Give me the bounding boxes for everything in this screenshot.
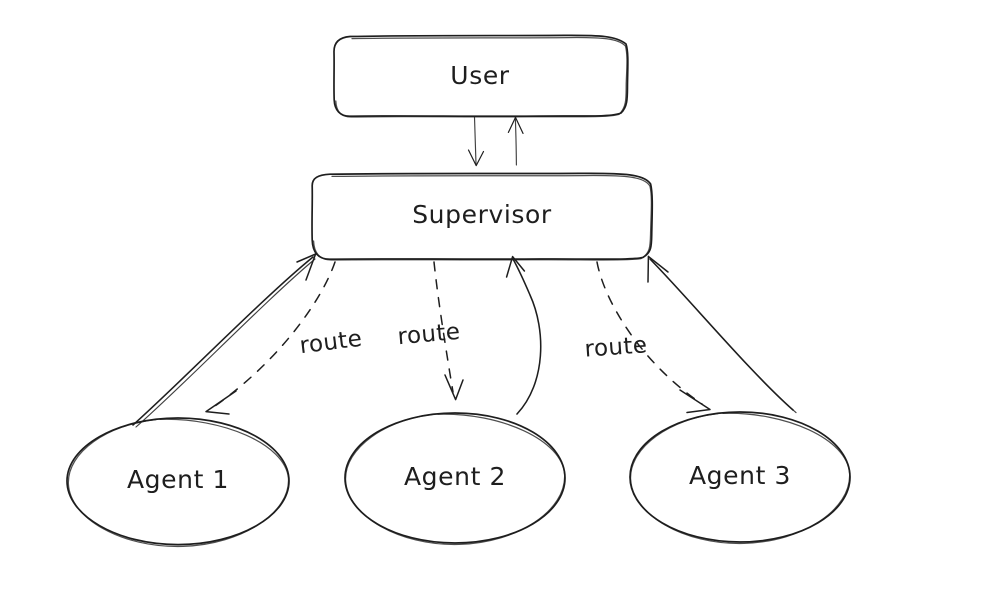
agent-2-ellipse-outline-sketch xyxy=(344,413,566,546)
node-agent-1[interactable]: Agent 1 xyxy=(66,417,290,548)
supervisor-box-outline-sketch xyxy=(312,174,652,261)
edge-route-agent-2[interactable]: route xyxy=(397,261,464,401)
edge-route-agent-1-label: route xyxy=(298,326,363,359)
agent-1-ellipse-outline xyxy=(66,417,290,546)
edge-agent-1-to-supervisor-line xyxy=(132,256,314,426)
edge-route-agent-1[interactable]: route xyxy=(205,261,364,415)
edge-agent-1-to-supervisor-arrowhead xyxy=(296,253,317,281)
edge-supervisor-to-user-arrowhead xyxy=(507,116,524,134)
node-agent-2[interactable]: Agent 2 xyxy=(344,412,566,546)
edge-agent-3-to-supervisor-line-sketch xyxy=(651,260,797,414)
user-label: User xyxy=(450,61,510,90)
edge-agent-2-to-supervisor-line xyxy=(512,258,542,415)
agent-3-ellipse-outline xyxy=(629,411,851,543)
supervisor-label: Supervisor xyxy=(412,200,552,229)
edge-route-agent-1-line xyxy=(214,261,336,407)
agent-1-ellipse-outline-sketch xyxy=(67,418,290,548)
edge-supervisor-to-user-line xyxy=(514,117,517,166)
edge-route-agent-3[interactable]: route xyxy=(584,261,711,414)
edge-route-agent-1-arrowhead xyxy=(205,390,237,415)
edge-agent-2-to-supervisor[interactable] xyxy=(505,255,542,415)
edge-agent-1-to-supervisor-line-sketch xyxy=(135,258,316,428)
edge-route-agent-3-label: route xyxy=(584,332,648,362)
edge-route-agent-3-arrowhead xyxy=(679,389,711,414)
agent-3-ellipse-outline-sketch xyxy=(629,412,851,545)
edge-route-agent-2-label: route xyxy=(397,319,462,350)
edge-user-to-supervisor-arrowhead xyxy=(467,149,485,167)
agent-3-label: Agent 3 xyxy=(689,461,791,490)
edge-supervisor-to-user[interactable] xyxy=(507,116,524,166)
edge-route-agent-2-line xyxy=(433,261,454,393)
agent-1-label: Agent 1 xyxy=(127,465,229,494)
edge-agent-3-to-supervisor-arrowhead xyxy=(647,255,669,283)
agent-2-ellipse-outline xyxy=(344,412,566,544)
supervisor-box-outline xyxy=(311,172,654,261)
node-user[interactable]: User xyxy=(333,34,629,118)
edge-agent-1-to-supervisor[interactable] xyxy=(132,253,317,428)
agent-2-label: Agent 2 xyxy=(404,462,506,491)
edge-route-agent-3-line xyxy=(596,261,703,405)
user-box-outline-sketch xyxy=(335,36,628,118)
edge-agent-2-to-supervisor-arrowhead xyxy=(505,255,526,278)
edge-user-to-supervisor[interactable] xyxy=(467,116,485,167)
edge-agent-3-to-supervisor[interactable] xyxy=(647,255,797,414)
edge-user-to-supervisor-line xyxy=(473,116,477,165)
edge-route-agent-2-arrowhead xyxy=(444,374,464,401)
node-supervisor[interactable]: Supervisor xyxy=(311,172,654,261)
node-agent-3[interactable]: Agent 3 xyxy=(629,411,851,545)
